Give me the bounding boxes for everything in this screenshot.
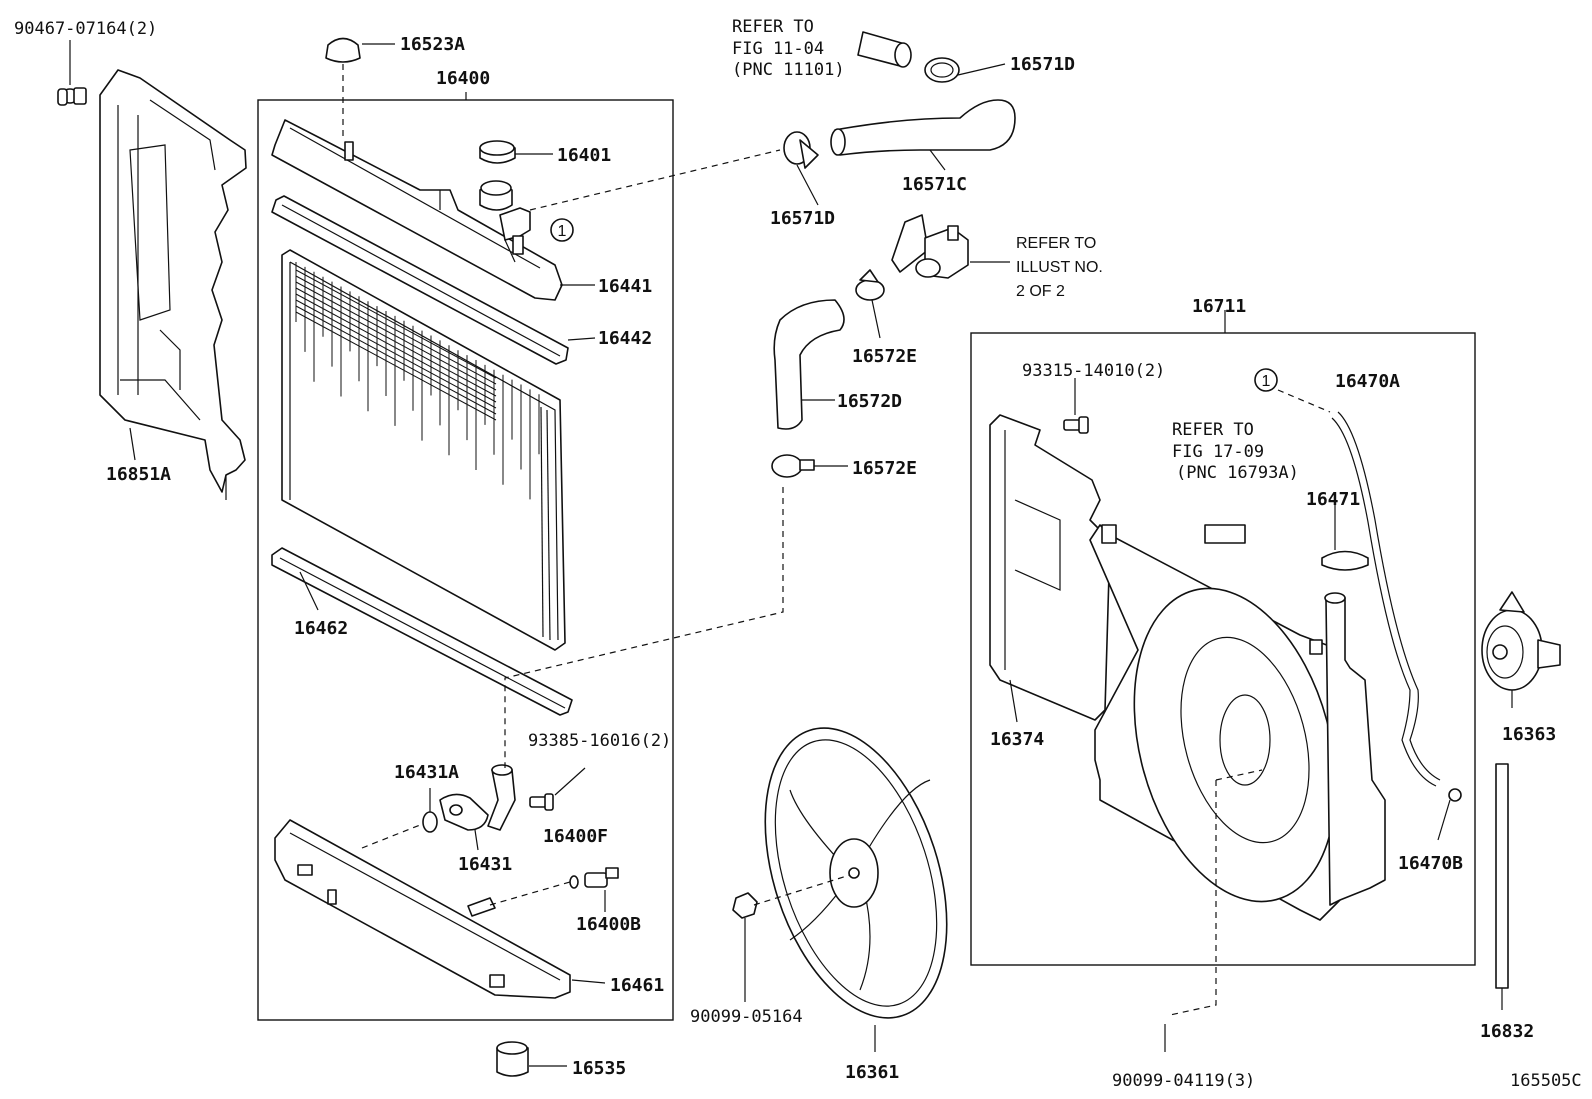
bolt-90467[interactable] bbox=[57, 87, 87, 106]
label-16431A: 16431A bbox=[394, 762, 459, 783]
label-16461: 16461 bbox=[610, 975, 664, 996]
drain-cock-16400B[interactable] bbox=[584, 867, 619, 888]
water-inlet-housing bbox=[891, 214, 969, 279]
callout-marker-1b: 1 bbox=[1254, 368, 1278, 392]
label-90099-05164: 90099-05164 bbox=[690, 1007, 803, 1027]
side-baffle-16851A[interactable] bbox=[99, 69, 247, 500]
label-16523A: 16523A bbox=[400, 34, 465, 55]
label-16431: 16431 bbox=[458, 854, 512, 875]
reservoir-cap-16471[interactable] bbox=[1321, 550, 1369, 571]
inlet-pipe bbox=[479, 180, 531, 255]
bolt-93385[interactable] bbox=[529, 793, 554, 811]
fan-16361[interactable] bbox=[732, 705, 981, 1041]
clip-16470B[interactable] bbox=[1448, 788, 1462, 802]
label-93385: 93385-16016(2) bbox=[528, 731, 671, 751]
o-ring-16431A[interactable] bbox=[422, 811, 438, 833]
ref-2-line3: 2 OF 2 bbox=[1016, 283, 1065, 300]
label-16572D: 16572D bbox=[837, 391, 902, 412]
label-16363: 16363 bbox=[1502, 724, 1556, 745]
label-16535: 16535 bbox=[572, 1058, 626, 1079]
cushion-16535[interactable] bbox=[496, 1041, 529, 1077]
label-90467: 90467-07164(2) bbox=[14, 19, 157, 39]
clamp-16571D-mid[interactable] bbox=[783, 131, 819, 169]
connector-line bbox=[1277, 389, 1331, 413]
fan-shroud-assembly-frame bbox=[970, 332, 1476, 966]
label-16442: 16442 bbox=[598, 328, 652, 349]
label-16571C: 16571C bbox=[902, 174, 967, 195]
connector-line bbox=[1215, 769, 1263, 781]
label-16572E-top: 16572E bbox=[852, 346, 917, 367]
ref-3-line2: FIG 17-09 bbox=[1172, 442, 1264, 462]
fan-shroud[interactable] bbox=[1089, 524, 1368, 924]
ref-1-line3: (PNC 11101) bbox=[732, 60, 845, 80]
hose-16571C[interactable] bbox=[830, 99, 1016, 156]
label-16832: 16832 bbox=[1480, 1021, 1534, 1042]
label-16572E-low: 16572E bbox=[852, 458, 917, 479]
svg-text:1: 1 bbox=[558, 223, 567, 240]
clamp-16571D-top[interactable] bbox=[924, 57, 960, 83]
label-16400F: 16400F bbox=[543, 826, 608, 847]
label-16571D-top: 16571D bbox=[1010, 54, 1075, 75]
label-90099-04119: 90099-04119(3) bbox=[1112, 1071, 1255, 1091]
hose-16470A[interactable] bbox=[1337, 411, 1441, 781]
seal-16832[interactable] bbox=[1495, 763, 1509, 989]
gasket-16462[interactable] bbox=[271, 547, 573, 716]
outlet-pipe-16431[interactable] bbox=[439, 764, 516, 831]
cushion-16523A[interactable] bbox=[325, 37, 361, 63]
label-16400B: 16400B bbox=[576, 914, 641, 935]
lower-tank-16461[interactable] bbox=[274, 819, 571, 999]
ref-1-line2: FIG 11-04 bbox=[732, 39, 824, 59]
label-plate bbox=[1204, 524, 1246, 544]
upper-tank-16441[interactable] bbox=[271, 119, 563, 301]
svg-text:1: 1 bbox=[1262, 373, 1271, 390]
label-fan-shroud-assy: 16711 bbox=[1192, 296, 1246, 317]
figure-code: 165505C bbox=[1510, 1071, 1582, 1091]
leader-lines bbox=[69, 40, 1513, 1067]
pipe-top bbox=[857, 31, 912, 68]
label-16361: 16361 bbox=[845, 1062, 899, 1083]
label-16470B: 16470B bbox=[1398, 853, 1463, 874]
hose-16572D[interactable] bbox=[773, 299, 845, 430]
connector-line bbox=[529, 149, 781, 211]
label-16462: 16462 bbox=[294, 618, 348, 639]
ref-3-line3: (PNC 16793A) bbox=[1176, 463, 1299, 483]
clamp-16572E-low[interactable] bbox=[771, 454, 815, 478]
label-16374: 16374 bbox=[990, 729, 1044, 750]
reservoir-tank[interactable] bbox=[1324, 592, 1386, 906]
clamp-16572E-top[interactable] bbox=[855, 269, 885, 301]
label-16470A: 16470A bbox=[1335, 371, 1400, 392]
radiator-core[interactable] bbox=[281, 249, 566, 651]
label-16471: 16471 bbox=[1306, 489, 1360, 510]
shroud-plate-16374[interactable] bbox=[989, 414, 1111, 721]
fan-motor-16363[interactable] bbox=[1481, 591, 1561, 691]
nut-90099-05164[interactable] bbox=[732, 892, 758, 919]
label-16851A: 16851A bbox=[106, 464, 171, 485]
connector-line bbox=[489, 881, 571, 906]
label-16401: 16401 bbox=[557, 145, 611, 166]
connector-line bbox=[504, 487, 784, 768]
connector-line bbox=[1169, 780, 1217, 1016]
connector-line bbox=[753, 874, 851, 906]
label-radiator-assy: 16400 bbox=[436, 68, 490, 89]
ref-2-line2: ILLUST NO. bbox=[1016, 259, 1103, 276]
connector-line bbox=[361, 824, 421, 849]
label-16571D-mid: 16571D bbox=[770, 208, 835, 229]
bolt-93315[interactable] bbox=[1063, 416, 1089, 434]
callout-marker-1a: 1 bbox=[550, 218, 574, 242]
label-16441: 16441 bbox=[598, 276, 652, 297]
label-93315: 93315-14010(2) bbox=[1022, 361, 1165, 381]
o-ring-16400F[interactable] bbox=[569, 875, 579, 889]
ref-3-line1: REFER TO bbox=[1172, 420, 1254, 440]
ref-2-line1: REFER TO bbox=[1016, 235, 1096, 252]
ref-1-line1: REFER TO bbox=[732, 17, 814, 37]
radiator-cap-16401[interactable] bbox=[479, 140, 516, 164]
